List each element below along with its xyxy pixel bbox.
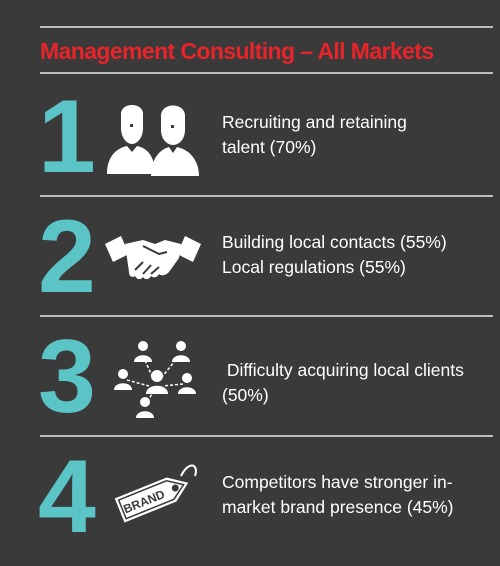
item-text-line: Recruiting and retaining [222,112,407,132]
two-people-icon [103,94,203,180]
item-number: 4 [38,439,96,555]
item-text-line: Difficulty acquiring local clients [222,360,464,380]
list-item: 2 Building local co [0,200,500,315]
network-people-icon [103,334,203,420]
divider [40,195,493,197]
item-text-line: Competitors have stronger in- [222,472,453,492]
item-number: 2 [38,199,96,315]
divider [40,315,493,317]
page-title: Management Consulting – All Markets [40,38,434,64]
item-text: Difficulty acquiring local clients (50%) [222,358,492,408]
item-number: 3 [38,319,96,435]
item-text-line: (50%) [222,385,269,405]
list-item: 4 BRAND Competitors have stronger in- ma… [0,440,500,555]
divider [40,26,493,28]
item-text-line: market brand presence (45%) [222,497,454,517]
item-text: Recruiting and retaining talent (70%) [222,110,492,160]
item-text-line: talent (70%) [222,137,317,157]
item-text: Building local contacts (55%) Local regu… [222,230,492,280]
item-text: Competitors have stronger in- market bra… [222,470,492,520]
brand-tag-icon: BRAND [103,454,203,540]
divider [40,435,493,437]
divider [40,72,493,74]
list-item: 3 Diffi [0,320,500,435]
item-text-line: Building local contacts (55%) [222,232,447,252]
item-number: 1 [38,79,96,195]
item-text-line: Local regulations (55%) [222,257,406,277]
list-item: 1 Recruiting and retaining talent ( [0,80,500,195]
handshake-icon [103,214,203,300]
